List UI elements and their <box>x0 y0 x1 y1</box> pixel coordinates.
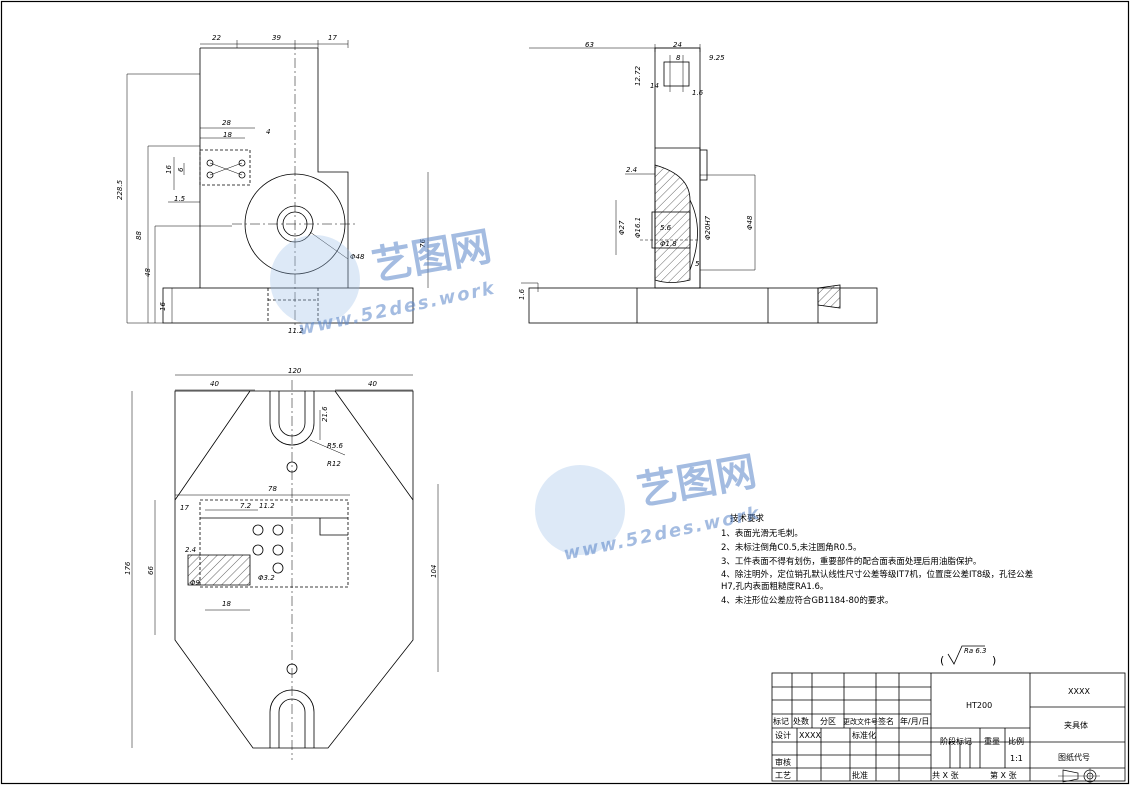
dim-12-72: 12.72 <box>634 65 642 86</box>
dim-21-6: 21.6 <box>321 406 329 422</box>
material: HT200 <box>966 701 992 710</box>
dim-48: 48 <box>144 268 152 277</box>
top-view-dimensions: 120 40 40 21.6 R5.6 R12 78 17 7.2 11.2 2… <box>124 367 438 608</box>
title-block-text: HT200 XXXX 夹具体 图纸代号 阶段标记 重量 比例 1:1 共 X 张… <box>773 687 1090 780</box>
dim-76: 76 <box>419 239 427 248</box>
weight-label: 重量 <box>984 736 1000 746</box>
dim-18: 18 <box>223 131 232 139</box>
dim-17-top: 17 <box>180 504 189 512</box>
dim-9-25: 9.25 <box>709 54 725 62</box>
watermark-1: 艺图网 www.52des.work <box>270 224 498 340</box>
dim-d16-1: Φ16.1 <box>634 217 642 238</box>
row-doc: 更改文件号 <box>843 717 878 726</box>
dim-88: 88 <box>135 231 143 240</box>
review-label: 审核 <box>775 757 791 767</box>
dim-40-left: 40 <box>210 380 219 388</box>
dim-18-top: 18 <box>222 600 231 608</box>
tech-item-3: 3、工件表面不得有划伤，重要部件的配合面表面处理后用油脂保护。 <box>721 556 981 567</box>
drawing-no-label: 图纸代号 <box>1058 752 1090 762</box>
company: XXXX <box>1068 687 1090 696</box>
dim-28: 28 <box>222 119 231 127</box>
dim-r5-6: R5.6 <box>327 442 344 450</box>
tech-requirements: 技术要求 1、表面光滑无毛刺。 2、未标注倒角C0.5,未注圆角R0.5。 3、… <box>721 513 1033 606</box>
tech-item-1: 1、表面光滑无毛刺。 <box>721 528 803 539</box>
tech-item-2: 2、未标注倒角C0.5,未注圆角R0.5。 <box>721 542 862 553</box>
dim-d9: Φ9 <box>190 579 201 587</box>
dim-d48: Φ48 <box>350 253 365 261</box>
designer: XXXX <box>799 731 821 740</box>
side-view <box>521 44 878 324</box>
projection-symbol <box>1058 768 1100 784</box>
dim-8: 8 <box>676 54 681 62</box>
dim-11-2: 11.2 <box>288 327 304 335</box>
dim-r12: R12 <box>327 460 341 468</box>
row-sign: 签名 <box>878 716 894 726</box>
row-zone: 分区 <box>820 717 836 726</box>
dim-22: 22 <box>212 34 221 42</box>
watermark-cn-1: 艺图网 <box>369 224 495 290</box>
dim-1-6b: 1.6 <box>518 288 526 300</box>
dim-1-5: 1.5 <box>174 195 186 203</box>
dim-228-5: 228.5 <box>116 179 124 200</box>
dim-11-2-top: 11.2 <box>259 502 275 510</box>
dim-40-right: 40 <box>368 380 377 388</box>
dim-d3-2: Φ3.2 <box>258 574 275 582</box>
front-view <box>126 40 429 330</box>
sheet-total: 共 X 张 <box>932 771 959 780</box>
scale-value: 1:1 <box>1010 754 1023 763</box>
dim-120: 120 <box>288 367 302 375</box>
dim-78: 78 <box>268 485 277 493</box>
stage-label: 阶段标记 <box>940 736 972 746</box>
tech-item-4: 4、除注明外，定位销孔默认线性尺寸公差等级IT7机，位置度公差IT8级，孔径公差 <box>721 569 1033 580</box>
dim-5-6: 5.6 <box>660 224 672 232</box>
sheet-no: 第 X 张 <box>990 770 1017 780</box>
dim-24: 24 <box>673 41 682 49</box>
dim-4: 4 <box>266 128 270 136</box>
dim-7-2: 7.2 <box>240 502 252 510</box>
dim-d48-side: Φ48 <box>746 215 754 230</box>
dim-17: 17 <box>328 34 337 42</box>
dim-39: 39 <box>272 34 281 42</box>
dim-16b: 16 <box>165 165 173 174</box>
dim-104: 104 <box>430 565 438 578</box>
dim-14: 14 <box>650 82 659 90</box>
dim-d20h7: Φ20H7 <box>704 215 712 240</box>
dim-5: 5 <box>695 260 700 268</box>
row-count: 处数 <box>793 716 809 726</box>
watermark-cn-2: 艺图网 <box>634 449 760 515</box>
svg-text:(: ( <box>940 654 944 667</box>
design-label: 设计 <box>775 730 791 740</box>
tech-title: 技术要求 <box>730 513 765 524</box>
title-block <box>771 672 1126 782</box>
process-label: 工艺 <box>775 771 791 780</box>
dim-16: 16 <box>159 302 167 311</box>
tech-item-5: 4、未注形位公差应符合GB1184-80的要求。 <box>721 595 893 606</box>
roughness-value: Ra 6.3 <box>964 647 987 655</box>
dim-d1-8: Φ1.8 <box>660 240 677 248</box>
dim-63: 63 <box>585 41 594 49</box>
dim-d27: Φ27 <box>618 220 626 235</box>
dim-176: 176 <box>124 561 132 575</box>
dim-6: 6 <box>177 167 185 172</box>
part-name: 夹具体 <box>1064 720 1088 730</box>
svg-text:): ) <box>992 654 996 667</box>
dim-2-4-top: 2.4 <box>185 546 196 554</box>
side-view-dimensions: 63 24 8 9.25 12.72 14 1.6 2.4 Φ27 Φ16.1 … <box>518 41 754 300</box>
row-mark: 标记 <box>773 716 789 726</box>
dim-66: 66 <box>147 566 155 575</box>
top-view <box>131 374 439 760</box>
row-date: 年/月/日 <box>900 716 929 726</box>
scale-label: 比例 <box>1008 736 1024 746</box>
dim-1-6: 1.6 <box>692 89 704 97</box>
standardize-label: 标准化 <box>852 730 876 740</box>
roughness-symbol: ( Ra 6.3 ) <box>940 645 996 667</box>
dim-2-4: 2.4 <box>626 166 637 174</box>
approve-label: 批准 <box>852 770 868 780</box>
tech-item-4b: H7,孔内表面粗糙度RA1.6。 <box>721 581 828 592</box>
front-view-dimensions: 22 39 17 228.5 88 48 16 28 18 4 16 6 1.5… <box>116 34 427 335</box>
